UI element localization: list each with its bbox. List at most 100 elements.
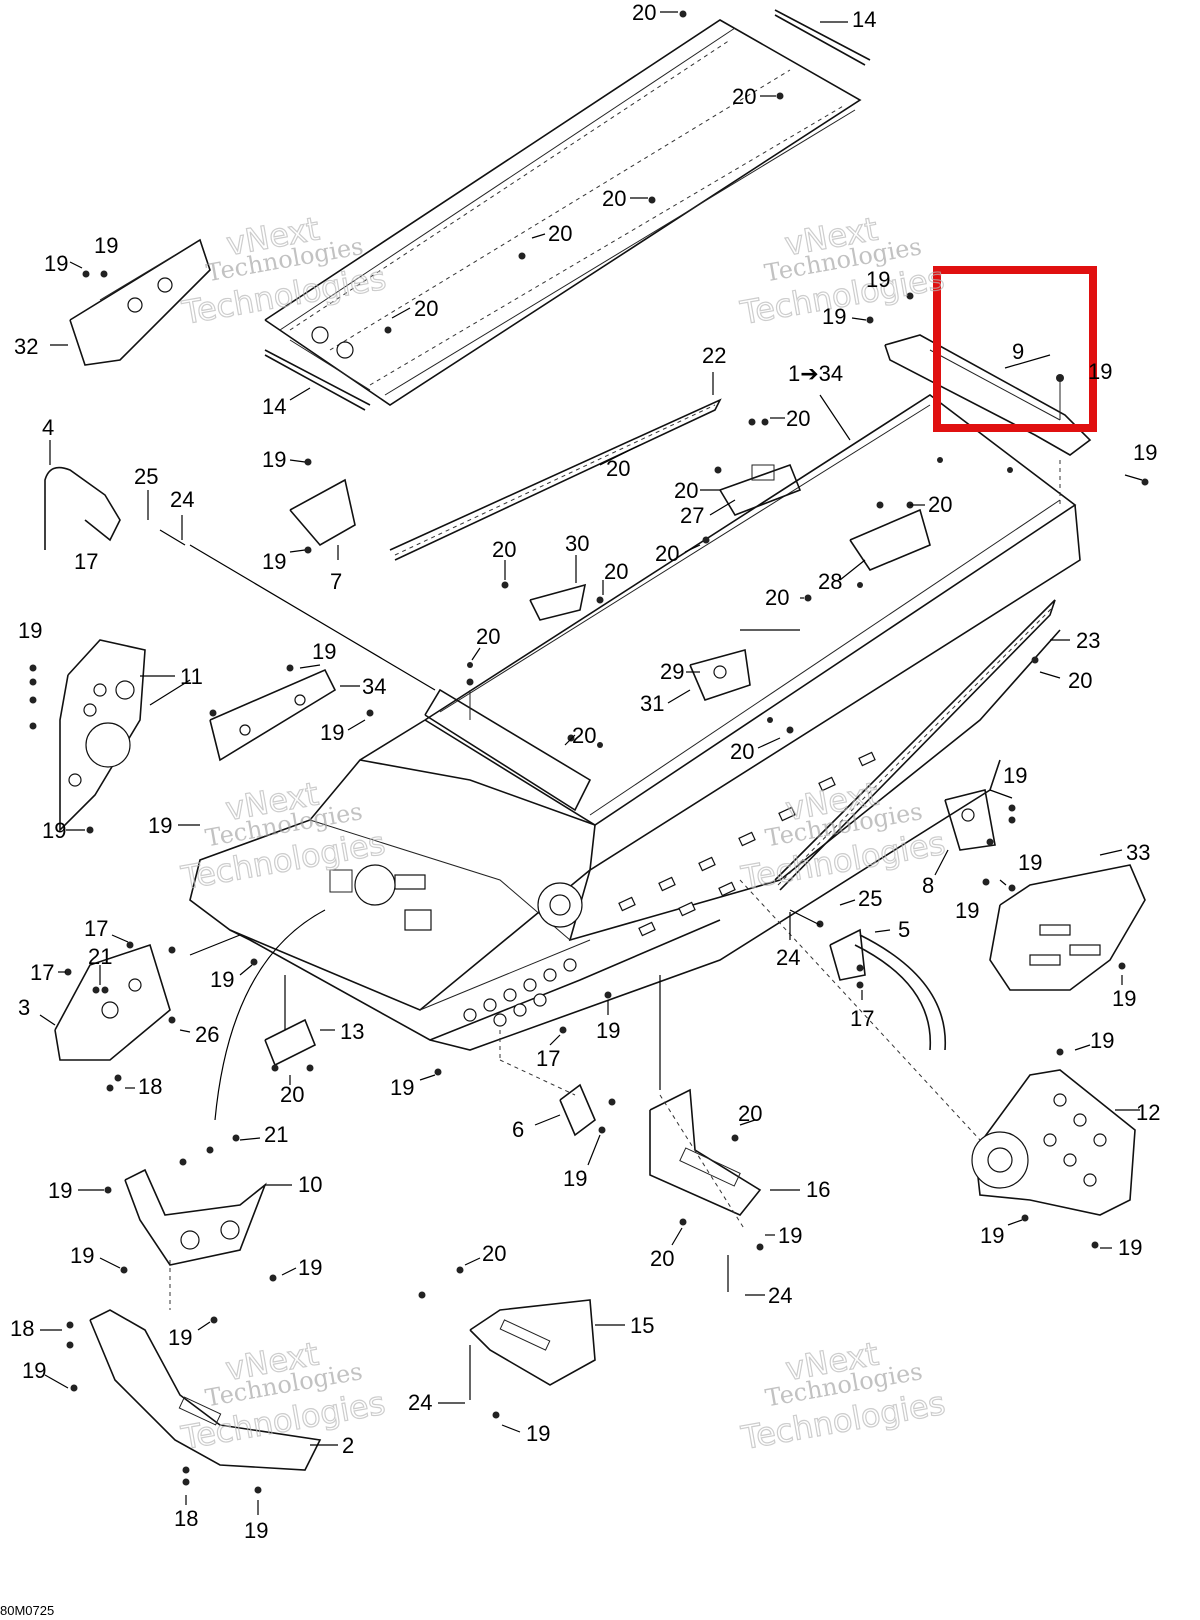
callout-label: 15	[630, 1313, 654, 1338]
part-13	[264, 1018, 317, 1067]
part-labels: 20 14 20 20 20 19 19 32 20 14 22 1➔34 19…	[10, 0, 1160, 1543]
part-16	[649, 1088, 762, 1216]
callout-label: 20	[655, 541, 679, 566]
part-34	[209, 668, 337, 762]
part-33	[989, 864, 1146, 991]
callout-label: 19	[526, 1421, 550, 1446]
callout-label: 20	[606, 456, 630, 481]
callout-label: 24	[768, 1283, 792, 1308]
callout-label: 10	[298, 1172, 322, 1197]
callout-label: 19	[778, 1223, 802, 1248]
callout-label: 19	[955, 898, 979, 923]
part-31	[689, 648, 751, 701]
callout-label: 19	[320, 720, 344, 745]
callout-label: 20	[492, 537, 516, 562]
callout-label: 9	[1012, 339, 1024, 364]
callout-label: 1➔34	[788, 361, 843, 386]
callout-label: 20	[548, 221, 572, 246]
callout-label: 34	[362, 674, 386, 699]
callout-label: 20	[732, 84, 756, 109]
callout-label: 26	[195, 1022, 219, 1047]
screws	[29, 10, 1149, 1494]
part-3	[54, 943, 171, 1061]
part-30	[529, 583, 587, 621]
callout-label: 21	[264, 1122, 288, 1147]
callout-label: 19	[866, 267, 890, 292]
callout-label: 24	[170, 487, 194, 512]
callout-label: 19	[244, 1518, 268, 1543]
callout-label: 19	[596, 1018, 620, 1043]
callout-label: 3	[18, 995, 30, 1020]
callout-label: 19	[1118, 1235, 1142, 1260]
callout-label: 13	[340, 1019, 364, 1044]
callout-label: 19	[390, 1075, 414, 1100]
callout-label: 20	[280, 1082, 304, 1107]
floor-holes	[463, 958, 577, 1027]
callout-label: 19	[168, 1325, 192, 1350]
callout-label: 19	[94, 233, 118, 258]
callout-label: 20	[572, 723, 596, 748]
callout-label: 20	[786, 406, 810, 431]
callout-label: 19	[822, 304, 846, 329]
callout-label: 19	[42, 818, 66, 843]
callout-label: 19	[1003, 763, 1027, 788]
callout-label: 20	[1068, 668, 1092, 693]
callout-label: 18	[138, 1074, 162, 1099]
callout-label: 24	[408, 1390, 432, 1415]
part-28	[849, 508, 931, 571]
top-runner-assembly	[264, 9, 871, 411]
callout-label: 27	[680, 503, 704, 528]
callout-label: 24	[776, 945, 800, 970]
watermarks: vNext Technologies Technologies vNext Te…	[177, 209, 948, 1458]
callout-label: 30	[565, 531, 589, 556]
callout-label: 19	[563, 1166, 587, 1191]
rivets	[467, 457, 1013, 748]
callout-label: 19	[148, 813, 172, 838]
callout-label: 5	[898, 917, 910, 942]
callout-label: 20	[738, 1101, 762, 1126]
callout-label: 19	[18, 618, 42, 643]
callout-label: 19	[298, 1255, 322, 1280]
diagram-code: 80M0725	[0, 1603, 54, 1618]
part-4	[44, 466, 121, 550]
strip-22	[389, 398, 722, 561]
callout-label: 19	[1090, 1028, 1114, 1053]
part-7	[289, 478, 356, 547]
callout-label: 19	[312, 639, 336, 664]
callout-label: 11	[180, 664, 203, 689]
callout-label: 17	[30, 960, 54, 985]
callout-label: 16	[806, 1177, 830, 1202]
callout-label: 6	[512, 1117, 524, 1142]
callout-label: 14	[262, 394, 286, 419]
callout-label: 2	[342, 1433, 354, 1458]
callout-label: 20	[414, 296, 438, 321]
callout-label: 31	[640, 691, 664, 716]
callout-label: 20	[674, 478, 698, 503]
part-8	[944, 789, 996, 851]
callout-label: 33	[1126, 840, 1150, 865]
callout-label: 17	[536, 1046, 560, 1071]
part-15	[469, 1299, 596, 1386]
callout-label: 19	[48, 1178, 72, 1203]
callout-label: 20	[482, 1241, 506, 1266]
callout-label: 22	[702, 343, 726, 368]
callout-label: 29	[660, 659, 684, 684]
part-2	[89, 1309, 322, 1471]
callout-label: 17	[850, 1006, 874, 1031]
callout-label: 20	[730, 739, 754, 764]
callout-label: 19	[262, 447, 286, 472]
callout-label: 19	[1018, 850, 1042, 875]
callout-label: 17	[84, 916, 108, 941]
callout-label: 19	[980, 1223, 1004, 1248]
callout-label: 19	[262, 549, 286, 574]
highlight-box	[933, 266, 1097, 432]
leader-lines	[39, 11, 1143, 1515]
strip-23	[774, 599, 1056, 891]
part-32	[69, 238, 211, 366]
callout-label: 20	[650, 1246, 674, 1271]
callout-label: 19	[210, 967, 234, 992]
callout-label: 25	[134, 464, 158, 489]
callout-label: 19	[22, 1358, 46, 1383]
running-board-slots	[618, 751, 876, 937]
